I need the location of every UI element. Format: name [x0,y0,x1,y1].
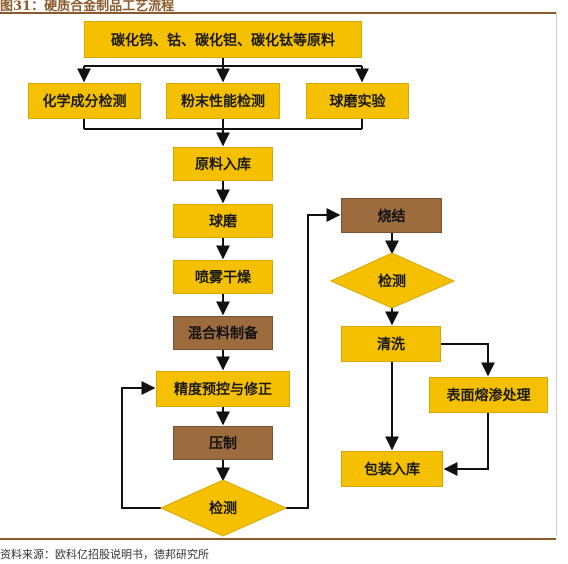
node-mix-prep: 混合料制备 [173,316,273,350]
bottom-rule [0,538,556,540]
node-precision-ctrl: 精度预控与修正 [156,371,290,407]
node-clean: 清洗 [341,326,441,362]
node-pack: 包装入库 [341,451,443,487]
node-ball-test: 球磨实验 [306,83,409,119]
arrow-to-sinter [286,208,341,509]
right-border [556,12,557,536]
node-inspect2-label: 检测 [378,274,406,290]
source-note: 资料来源：欧科亿招股说明书，德邦研究所 [0,548,209,561]
decision-diamond-1 [159,479,288,537]
node-ball-mill: 球磨 [173,204,273,238]
figure-title: 图31：硬质合金制品工艺流程 [0,0,175,14]
node-surface-treat: 表面熔渗处理 [429,377,548,413]
node-raw-materials: 碳化钨、钴、碳化钽、碳化钛等原料 [84,21,362,58]
node-inspect1-label: 检测 [209,501,237,517]
arrow-to-surface-treat [441,343,495,377]
decision-diamond-2 [329,252,456,309]
feedback-loop-arrow [121,381,161,509]
node-spray-dry: 喷雾干燥 [173,260,273,294]
node-pressing: 压制 [173,426,273,460]
top-rule [0,12,556,14]
arrow-surface-to-pack [443,413,489,476]
node-powder-test: 粉末性能检测 [166,83,280,119]
node-sinter: 烧结 [341,198,442,233]
node-raw-storage: 原料入库 [173,147,273,181]
node-chem-test: 化学成分检测 [28,83,141,119]
